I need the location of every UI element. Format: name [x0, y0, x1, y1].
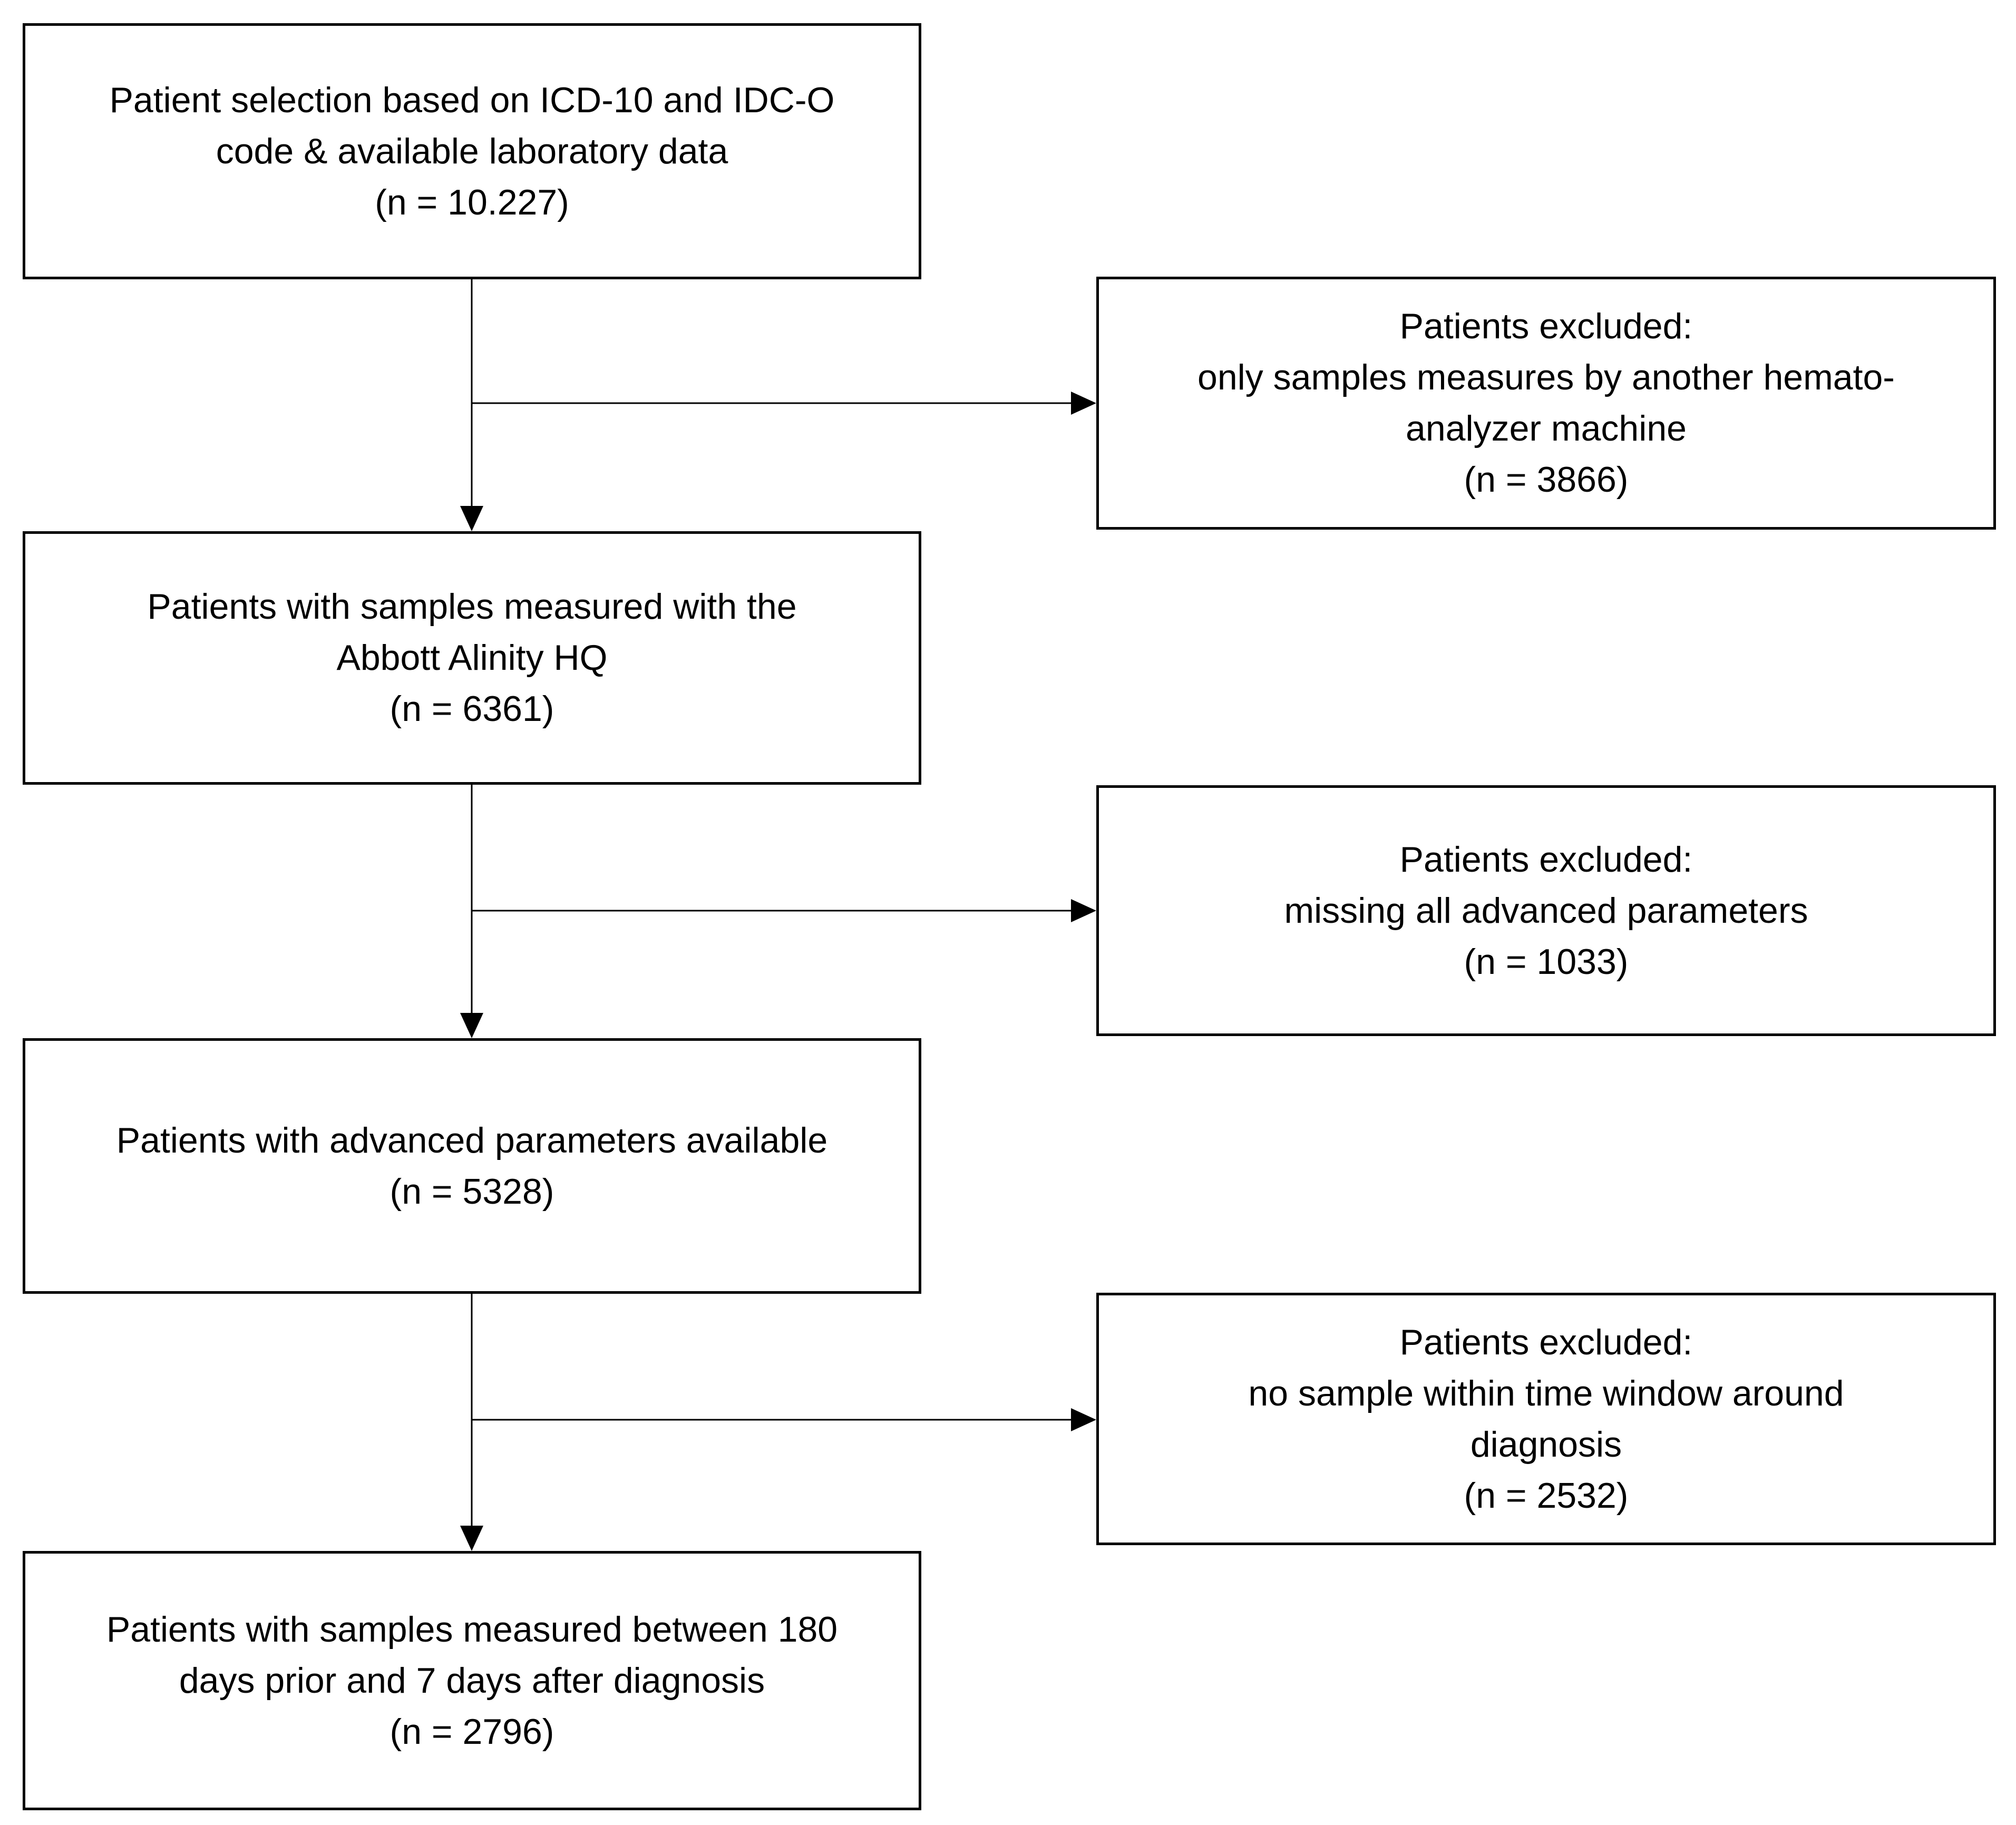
flow-box-time-window-text: Patients with samples measured between 1…	[106, 1609, 838, 1752]
arrow-down-3	[460, 1294, 483, 1551]
flow-box-time-window: Patients with samples measured between 1…	[23, 1551, 921, 1810]
arrow-down-1	[460, 279, 483, 531]
arrow-right-3	[472, 1408, 1096, 1431]
exclusion-box-missing-parameters: Patients excluded: missing all advanced …	[1096, 785, 1996, 1036]
flow-box-advanced-parameters-text: Patients with advanced parameters availa…	[116, 1120, 828, 1212]
flow-box-initial-selection: Patient selection based on ICD-10 and ID…	[23, 23, 921, 279]
exclusion-box-no-sample-in-window: Patients excluded: no sample within time…	[1096, 1293, 1996, 1545]
exclusion-box-other-analyzer: Patients excluded: only samples measures…	[1096, 277, 1996, 530]
arrow-right-1	[472, 392, 1096, 415]
flow-box-alinity-measured-text: Patients with samples measured with the …	[147, 587, 797, 729]
flow-box-alinity-measured: Patients with samples measured with the …	[23, 531, 921, 785]
exclusion-box-missing-parameters-text: Patients excluded: missing all advanced …	[1284, 839, 1808, 982]
flow-box-advanced-parameters: Patients with advanced parameters availa…	[23, 1038, 921, 1294]
arrow-down-2	[460, 785, 483, 1038]
exclusion-box-no-sample-in-window-text: Patients excluded: no sample within time…	[1248, 1322, 1844, 1516]
arrow-right-2	[472, 899, 1096, 922]
flow-box-initial-selection-text: Patient selection based on ICD-10 and ID…	[109, 80, 835, 222]
exclusion-box-other-analyzer-text: Patients excluded: only samples measures…	[1197, 306, 1895, 500]
